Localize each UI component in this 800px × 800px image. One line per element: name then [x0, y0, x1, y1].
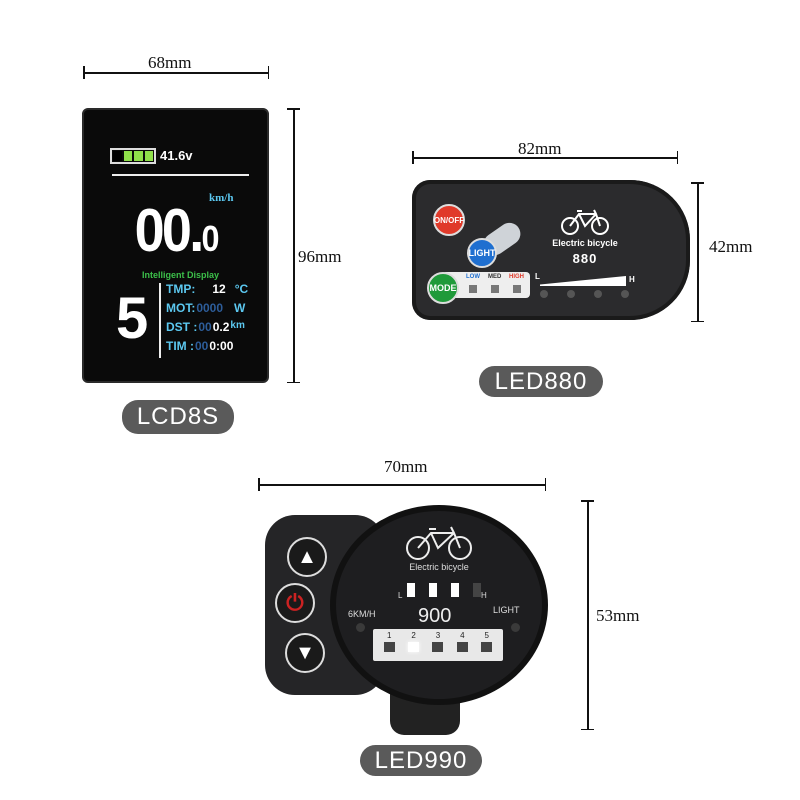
bicycle-icon [561, 209, 609, 235]
led880-width-line [412, 152, 678, 163]
walk-indicator [356, 623, 365, 632]
lcd8s-height-line [288, 108, 299, 383]
led880-display: ON/OFF LIGHT LOW MED HIGH MODE Electric … [412, 180, 690, 320]
onoff-button[interactable]: ON/OFF [433, 204, 465, 236]
lcd8s-width-line [83, 67, 269, 78]
lcd8s-display: 41.6v km/h 00.0 Intelligent Display 5 TM… [82, 108, 269, 383]
voltage: 41.6v [160, 148, 193, 163]
light-label: LIGHT [493, 605, 520, 615]
level-leds [540, 290, 629, 298]
lcd8s-height-label: 96mm [298, 247, 342, 266]
power-leds [407, 583, 481, 597]
light-button[interactable]: LIGHT [467, 238, 497, 268]
down-button[interactable]: ▼ [285, 633, 325, 673]
mode-indicator [469, 285, 477, 293]
divider [112, 174, 249, 176]
led880-height-label: 42mm [709, 237, 753, 256]
stat-row: TMP:12°C [166, 282, 249, 296]
brand-text: Electric bicycle [409, 562, 469, 572]
led990-height-line [582, 500, 593, 730]
led990-display: Electric bicycle L H 6KM/H 900 LIGHT 1 2… [330, 505, 548, 705]
up-button[interactable]: ▲ [287, 537, 327, 577]
assist-level: 5 [116, 286, 149, 351]
bicycle-icon [406, 526, 472, 560]
battery-icon [110, 148, 156, 164]
mode-indicator [513, 285, 521, 293]
led880-height-line [692, 182, 703, 322]
power-gauge [540, 276, 626, 286]
led990-width-label: 70mm [384, 457, 428, 476]
speed-unit: km/h [209, 192, 234, 204]
brand-text: Electric bicycle [552, 238, 618, 248]
divider [159, 283, 161, 358]
power-button[interactable]: ⏻ [275, 583, 315, 623]
led990-width-line [258, 479, 546, 490]
led990-height-label: 53mm [596, 606, 640, 625]
mode-indicator [491, 285, 499, 293]
model-text: 880 [572, 251, 598, 266]
walk-label: 6KM/H [348, 609, 376, 619]
light-indicator [511, 623, 520, 632]
model-text: 900 [418, 605, 452, 627]
led880-width-label: 82mm [518, 139, 562, 158]
lcd8s-width-label: 68mm [148, 53, 192, 72]
lcd8s-label: LCD8S [122, 400, 234, 434]
led880-label: LED880 [479, 366, 603, 397]
led990-label: LED990 [360, 745, 482, 776]
mode-button[interactable]: MODE [427, 272, 459, 304]
banner: Intelligent Display [141, 270, 219, 280]
assist-levels: 1 2 3 4 5 [373, 629, 503, 661]
speed-value: 00.0 [134, 197, 220, 264]
